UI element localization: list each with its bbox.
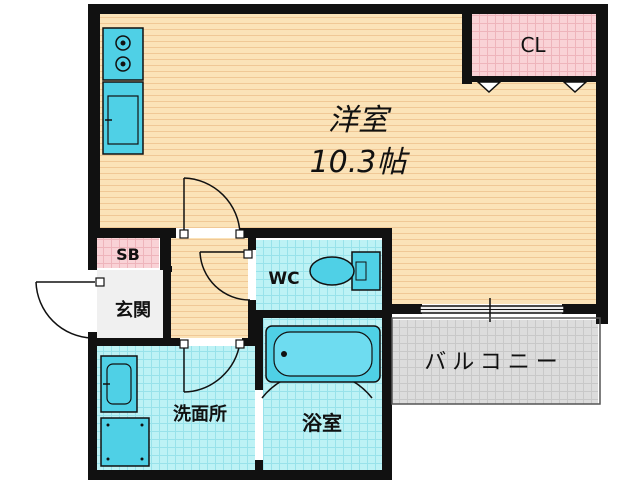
bathtub-icon <box>265 325 381 383</box>
bathroom-label: 浴室 <box>302 411 342 435</box>
closet-label: CL <box>520 33 546 57</box>
kitchen-sink-icon <box>102 81 144 155</box>
stove-icon <box>102 27 144 81</box>
entrance-label: 玄関 <box>115 299 151 321</box>
toilet-label: WC <box>268 269 299 289</box>
closet-doors <box>476 81 588 94</box>
storage-box-area <box>97 236 159 268</box>
storage-box-label: SB <box>116 245 140 264</box>
balcony-area <box>392 320 598 404</box>
door-hinges <box>95 229 253 349</box>
hall-floor <box>170 234 252 344</box>
wash-basin-icon <box>100 355 138 413</box>
washing-machine-pan-icon <box>100 417 150 467</box>
western-room-size: 10.3帖 <box>310 145 411 180</box>
balcony-label: バルコニー <box>424 350 564 375</box>
entrance-floor <box>97 270 170 344</box>
doors <box>35 177 373 399</box>
western-room-label: 洋室 <box>328 103 392 138</box>
balcony-outline <box>391 317 601 405</box>
toilet-icon <box>309 251 381 291</box>
closet-area <box>470 12 596 82</box>
washroom-label: 洗面所 <box>173 403 227 425</box>
